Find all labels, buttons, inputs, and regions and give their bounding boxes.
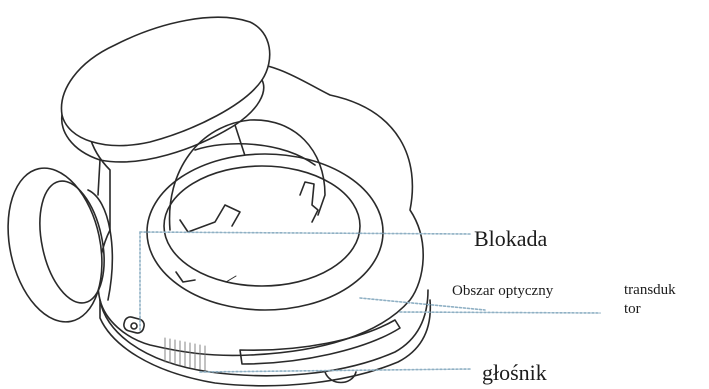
label-speaker: głośnik <box>482 360 547 386</box>
label-transducer-line2: tor <box>624 301 641 318</box>
label-transducer-line1: transduk <box>624 282 676 299</box>
leader-line-transducer <box>400 312 600 313</box>
label-optical-area: Obszar optyczny <box>452 283 553 300</box>
label-lock: Blokada <box>474 226 547 252</box>
